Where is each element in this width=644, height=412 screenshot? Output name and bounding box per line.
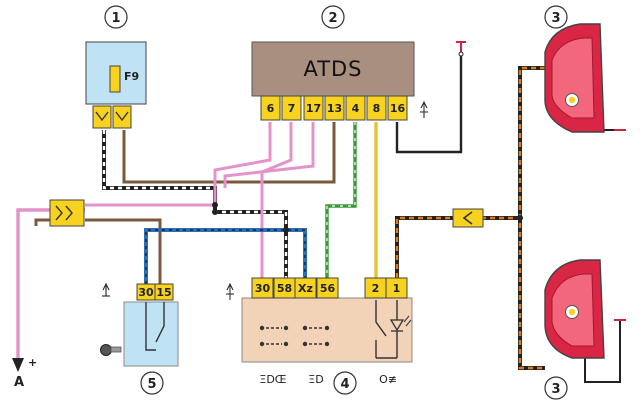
atds-pin-17: 17 — [306, 102, 321, 115]
atds-pin-box — [260, 95, 281, 121]
wire-brown-fuse — [122, 122, 336, 184]
atds-title: ATDS — [303, 57, 362, 81]
relay-symbol-3: O≢ — [379, 373, 397, 386]
wire-green — [325, 122, 357, 278]
ignition-switch: 30 15 — [100, 282, 179, 367]
svg-text:1: 1 — [111, 11, 120, 26]
fuse-block: F9 — [85, 41, 147, 129]
ground-symbol-relay — [226, 282, 234, 300]
svg-text:5: 5 — [147, 377, 156, 392]
relay-pin-1: 1 — [393, 282, 401, 295]
wire-lamp-ground-bottom — [584, 320, 621, 383]
callout-3-bottom: 3 — [544, 376, 568, 400]
relay-pin-box — [316, 277, 339, 299]
relay-symbol-2: ΞD — [308, 373, 323, 386]
ground-top-icon — [456, 41, 466, 57]
svg-text:3: 3 — [551, 382, 560, 397]
atds-pin-box — [303, 95, 324, 121]
output-sign: + — [28, 356, 37, 369]
atds-pin-box — [281, 95, 302, 121]
wire-lamp-trunk — [518, 66, 545, 370]
callout-3-top: 3 — [544, 5, 568, 29]
connector-lamp-feed — [452, 208, 484, 228]
output-a: A + — [12, 356, 37, 390]
atds-pin-box — [345, 95, 366, 121]
atds-pin-8: 8 — [373, 102, 381, 115]
wire-brown-switch — [85, 218, 162, 284]
ground-symbol-atds — [420, 100, 428, 118]
relay-symbol-1: ΞDŒ — [259, 373, 286, 386]
wire-pink-pin17 — [223, 122, 315, 188]
lamp-bottom — [544, 259, 605, 359]
atds-pin-6: 6 — [267, 102, 275, 115]
junction-dots — [212, 202, 523, 233]
atds-pin-box — [366, 95, 387, 121]
wire-blue — [144, 228, 307, 284]
relay-pin-box — [251, 277, 274, 299]
atds-pin-box — [387, 95, 408, 121]
callout-2: 2 — [321, 5, 345, 29]
atds-pin-16: 16 — [390, 102, 406, 115]
callout-5: 5 — [140, 371, 164, 395]
fuse-label: F9 — [124, 70, 139, 83]
relay-pin-56: 56 — [320, 282, 336, 295]
wire-pink-pin6 — [85, 122, 272, 207]
atds-pin-13: 13 — [327, 102, 342, 115]
relay-pin-xz: Xz — [298, 282, 313, 295]
relay-contact-30-58 — [259, 325, 289, 347]
switch-pin-15: 15 — [156, 286, 171, 299]
lamp-top — [544, 23, 605, 133]
atds-pin-7: 7 — [288, 102, 296, 115]
svg-text:4: 4 — [340, 377, 349, 392]
relay-pin-2: 2 — [372, 282, 380, 295]
wire-black-ground — [395, 52, 463, 154]
ignition-key-icon — [100, 344, 122, 356]
output-label: A — [14, 375, 24, 390]
relay-pin-58: 58 — [277, 282, 292, 295]
svg-text:3: 3 — [551, 11, 560, 26]
atds-pin-4: 4 — [352, 102, 360, 115]
relay-pin-30: 30 — [255, 282, 271, 295]
connector-left — [49, 199, 85, 227]
switch-arrow-icon — [102, 282, 110, 297]
relay-pin-box — [294, 277, 317, 299]
relay-pin-box — [385, 277, 408, 299]
switch-pin-30: 30 — [138, 286, 154, 299]
callout-4: 4 — [333, 371, 357, 395]
relay-switch-led — [375, 300, 412, 359]
svg-text:2: 2 — [328, 11, 337, 26]
wire-pink-main — [16, 208, 85, 358]
atds-pin-box — [324, 95, 345, 121]
wire-pink-pin7 — [260, 122, 293, 278]
callout-1: 1 — [104, 5, 128, 29]
relay-contact-xz-56 — [302, 325, 330, 347]
